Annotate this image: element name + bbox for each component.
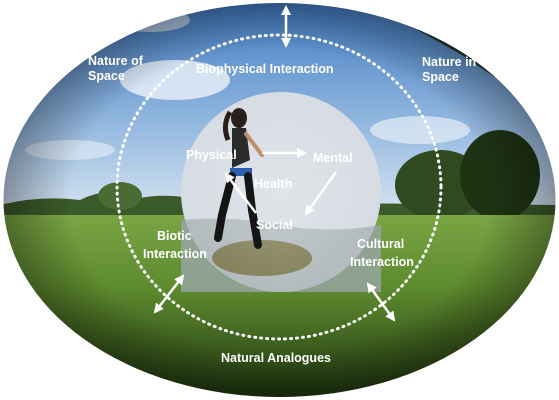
inner-circle <box>181 92 381 292</box>
bottom-right-arrow <box>366 282 396 322</box>
natural-analogues-label: Natural Analogues <box>221 351 331 365</box>
health-label: Health <box>254 177 292 191</box>
runner-figure <box>214 108 264 249</box>
bottom-left-arrow <box>153 274 185 314</box>
physical-label: Physical <box>186 148 237 162</box>
outer-dotted-ring <box>115 33 443 341</box>
social-to-physical-arrow <box>224 172 257 214</box>
social-label: Social <box>256 218 293 232</box>
mental-label: Mental <box>313 151 353 165</box>
nature-in-space-label: Nature in Space <box>422 55 480 84</box>
biophysical-interaction-label: Biophysical Interaction <box>196 62 334 76</box>
mental-to-social-arrow <box>304 171 338 216</box>
nature-of-space-label: Nature of Space <box>88 54 146 83</box>
cultural-interaction-label: Cultural Interaction <box>350 237 414 269</box>
biotic-interaction-label: Biotic Interaction <box>143 229 207 261</box>
